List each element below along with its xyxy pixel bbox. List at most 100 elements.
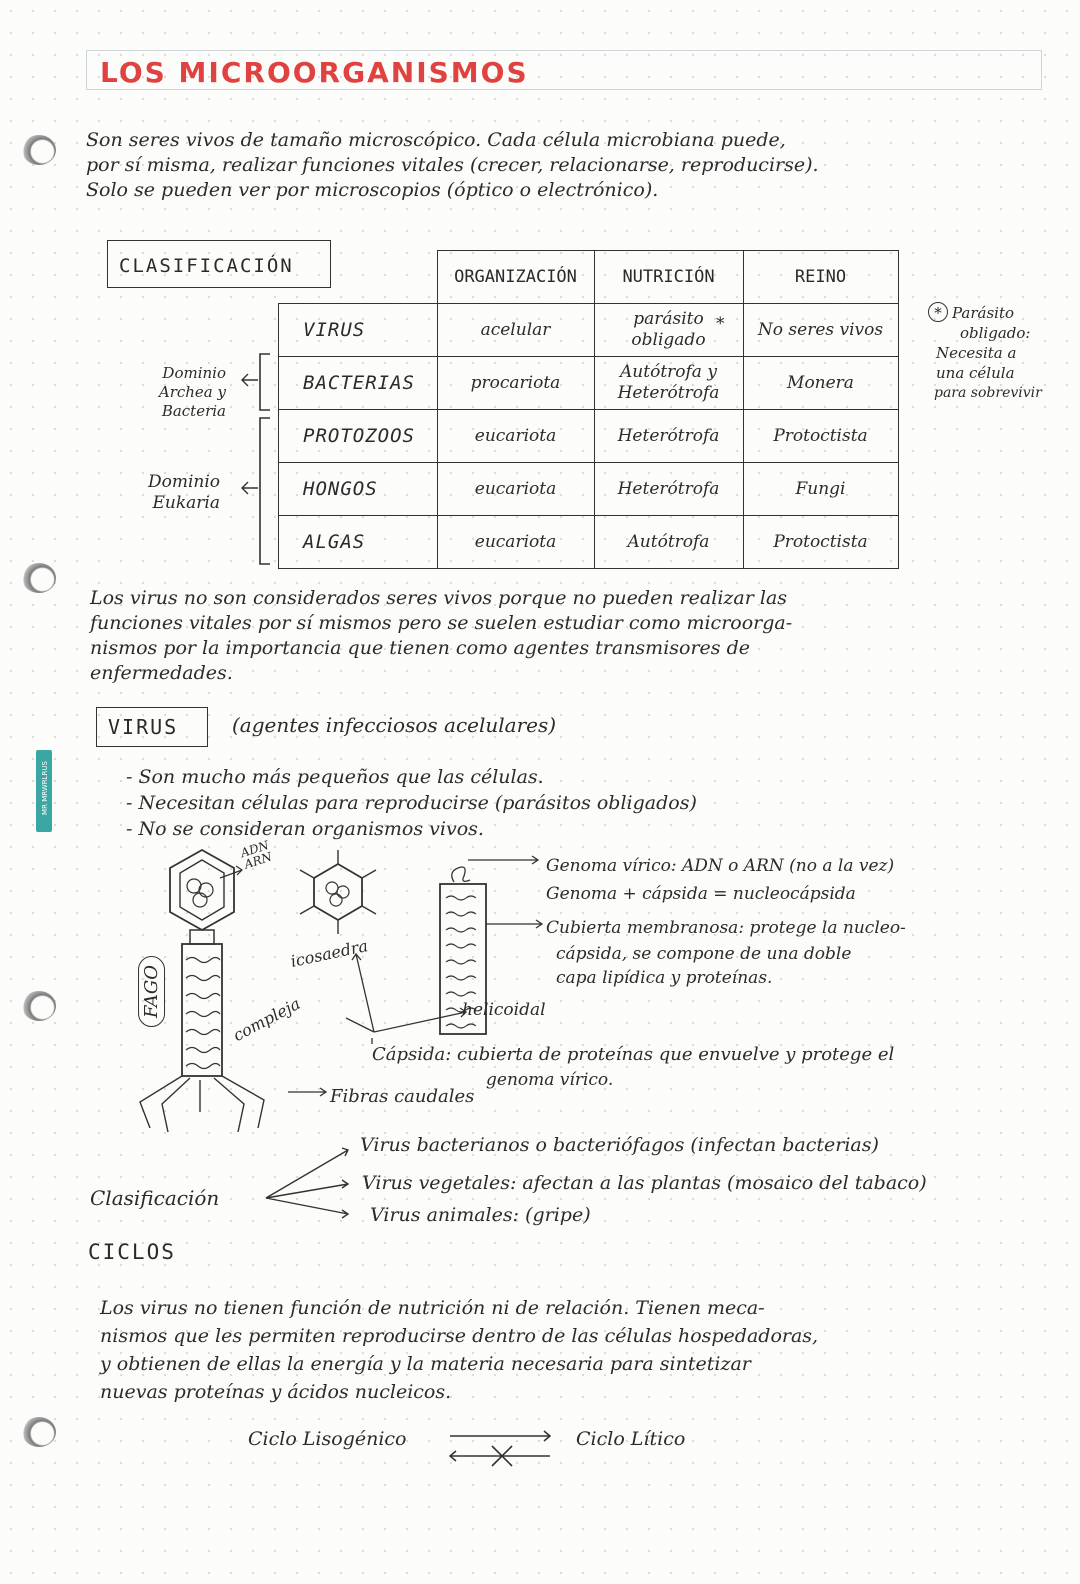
virus-diagram [139, 848, 544, 1132]
row-reino: Protoctista [742, 515, 899, 569]
arrow-left-icon [448, 1450, 550, 1462]
header-organizacion: ORGANIZACIÓN [436, 250, 595, 304]
arrow-icon [219, 865, 243, 879]
virus-subtitle: (agentes infecciosos acelulares) [232, 713, 557, 737]
arrow-icon [265, 1179, 350, 1199]
row-reino: Protoctista [742, 409, 899, 463]
intro-line: por sí misma, realizar funciones vitales… [86, 154, 819, 176]
arrow-icon [265, 1147, 349, 1199]
table-row: ALGAS eucariota Autótrofa Protoctista [278, 515, 899, 569]
cross-icon [491, 1445, 513, 1467]
helicoidal-label: helicoidal [462, 1000, 546, 1020]
footnote-line: una célula [936, 364, 1015, 382]
footnote-marker-icon: * [928, 302, 948, 322]
cubierta-line: capa lipídica y proteínas. [556, 968, 773, 988]
row-nutricion: Heterótrofa [593, 409, 744, 463]
table-row: BACTERIAS procariota Autótrofa y Heterót… [278, 356, 899, 410]
tail-fibers-icon [139, 1075, 265, 1132]
page-title: LOS MICROORGANISMOS [100, 56, 529, 89]
title-box [86, 50, 1042, 90]
arrow-icon [288, 1087, 328, 1097]
virus-classification-item: Virus vegetales: afectan a las plantas (… [362, 1172, 927, 1194]
table-row: VIRUS acelular parásito obligado * No se… [278, 303, 899, 357]
arrow-right-icon [450, 1430, 552, 1442]
row-organizacion: acelular [436, 303, 595, 357]
table-header-row: ORGANIZACIÓN NUTRICIÓN REINO [279, 250, 899, 304]
arrow-icon [468, 855, 540, 865]
ciclos-line: Los virus no tienen función de nutrición… [100, 1297, 765, 1319]
footnote-line: para sobrevivir [934, 385, 1042, 401]
phage-tail-icon [181, 943, 223, 1077]
row-organizacion: eucariota [436, 462, 595, 516]
domain-brackets [241, 353, 270, 565]
virus-note-line: nismos por la importancia que tienen com… [90, 637, 750, 659]
header-reino: REINO [742, 250, 899, 304]
binder-ring-icon [22, 991, 56, 1021]
asterisk-marker: * [716, 314, 725, 334]
intro-line: Son seres vivos de tamaño microscópico. … [86, 129, 786, 151]
side-logo: MR MRWRLRUS [36, 750, 52, 832]
genoma-line: Genoma + cápsida = nucleocápsida [546, 884, 856, 904]
row-nutricion: Autótrofa [593, 515, 744, 569]
classification-label: CLASIFICACIÓN [119, 255, 294, 277]
virus-note-line: Los virus no son considerados seres vivo… [90, 587, 788, 609]
binder-ring-icon [22, 563, 56, 593]
virus-bullet: - Necesitan células para reproducirse (p… [126, 792, 697, 814]
arrow-icon [351, 952, 375, 1033]
domain-eukaria-note: Dominio Eukaria [96, 472, 220, 514]
row-nutricion: Heterótrofa [593, 462, 744, 516]
domain-archea-line: Dominio [162, 364, 226, 382]
row-reino: Monera [742, 356, 899, 410]
ciclos-paragraph: Los virus no tienen función de nutrición… [100, 1294, 1030, 1406]
virus-bullet: - Son mucho más pequeños que las células… [126, 766, 544, 788]
binder-ring-icon [22, 1417, 56, 1447]
genoma-line: Genoma vírico: ADN o ARN (no a la vez) [546, 856, 895, 876]
virus-classification-label: Clasificación [90, 1186, 220, 1210]
domain-archea-note: Dominio Archea y Bacteria [96, 364, 226, 421]
arrow-icon [265, 1197, 350, 1219]
virus-note-line: enfermedades. [90, 662, 233, 684]
capsida-line: genoma vírico. [486, 1070, 614, 1090]
footnote: *Parásito obligado: Necesita a una célul… [928, 302, 1073, 403]
cubierta-line: Cubierta membranosa: protege la nucleo- [546, 918, 906, 938]
row-organizacion: procariota [436, 356, 595, 410]
row-nutricion: parásito obligado * [593, 303, 744, 357]
domain-archea-line: Archea y Bacteria [158, 383, 226, 420]
row-name: HONGOS [278, 462, 438, 516]
ciclos-title: CICLOS [88, 1240, 176, 1264]
virus-classification-item: Virus bacterianos o bacteriófagos (infec… [360, 1134, 879, 1156]
virus-note-line: funciones vitales por sí mismos pero se … [90, 612, 793, 634]
classification-arrows [265, 1147, 350, 1219]
virus-label-box [96, 707, 208, 747]
row-reino: No seres vivos [742, 303, 899, 357]
bracket-archea [259, 353, 270, 411]
bracket-eukaria [259, 417, 270, 565]
ciclo-lisogenico-label: Ciclo Lisogénico [248, 1428, 407, 1450]
ciclos-line: y obtienen de ellas la energía y la mate… [100, 1353, 751, 1375]
ciclo-litico-label: Ciclo Lítico [576, 1428, 686, 1450]
ciclos-line: nismos que les permiten reproducirse den… [100, 1325, 819, 1347]
table-row: HONGOS eucariota Heterótrofa Fungi [278, 462, 899, 516]
cubierta-line: cápsida, se compone de una doble [556, 944, 852, 964]
footnote-line: obligado: [960, 324, 1031, 342]
ciclos-line: nuevas proteínas y ácidos nucleicos. [100, 1381, 452, 1403]
row-nutricion: Autótrofa y Heterótrofa [593, 356, 744, 410]
binder-ring-icon [22, 135, 56, 165]
capsida-line: Cápsida: cubierta de proteínas que envue… [372, 1044, 895, 1065]
classification-label-box [107, 240, 331, 288]
arrow-left-icon [241, 481, 258, 495]
footnote-line: Necesita a [936, 344, 1017, 362]
arrow-left-icon [241, 373, 258, 387]
row-name: ALGAS [278, 515, 438, 569]
icosahedral-virus-icon [313, 862, 363, 922]
header-nutricion: NUTRICIÓN [593, 250, 744, 304]
row-nutricion-text: parásito obligado [631, 309, 706, 350]
arrow-icon [486, 919, 544, 929]
side-logo-text: MR MRWRLRUS [41, 761, 49, 815]
row-name: PROTOZOOS [278, 409, 438, 463]
intro-line: Solo se pueden ver por microscopios (ópt… [86, 179, 659, 201]
cycle-arrows [448, 1430, 552, 1467]
footnote-line: Parásito [952, 304, 1015, 322]
domain-eukaria-line: Eukaria [152, 493, 221, 513]
virus-bullet: - No se consideran organismos vivos. [126, 818, 484, 840]
